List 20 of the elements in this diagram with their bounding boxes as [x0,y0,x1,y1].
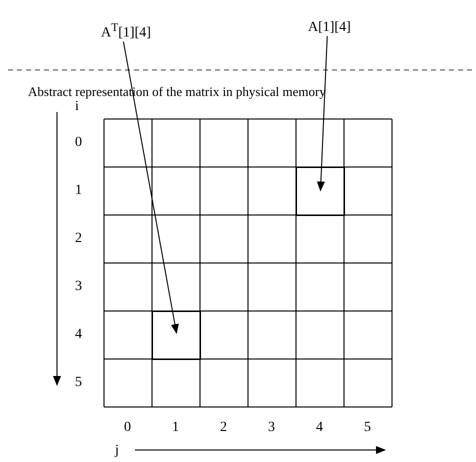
leader-arrow [122,41,179,334]
row-index: 4 [75,327,82,343]
row-index: 5 [75,375,82,391]
row-index: 2 [75,231,82,247]
row-index: 0 [75,135,82,151]
column-index: 1 [172,420,179,436]
column-index: 4 [316,420,323,436]
axis-label: j [115,443,119,459]
leader-arrow [316,36,328,192]
column-index: 5 [364,420,371,436]
column-index: 0 [124,420,131,436]
row-index: 3 [75,279,82,295]
matrix-cell [152,311,201,360]
row-index: 1 [75,183,82,199]
matrix-cell [296,167,345,216]
column-index: 2 [220,420,227,436]
matrix-element-label: A$^{T}$[1][4] [101,20,151,42]
axis-label: i [75,99,79,115]
column-index: 3 [268,420,275,436]
matrix-element-label: A[1][4] [308,20,351,36]
